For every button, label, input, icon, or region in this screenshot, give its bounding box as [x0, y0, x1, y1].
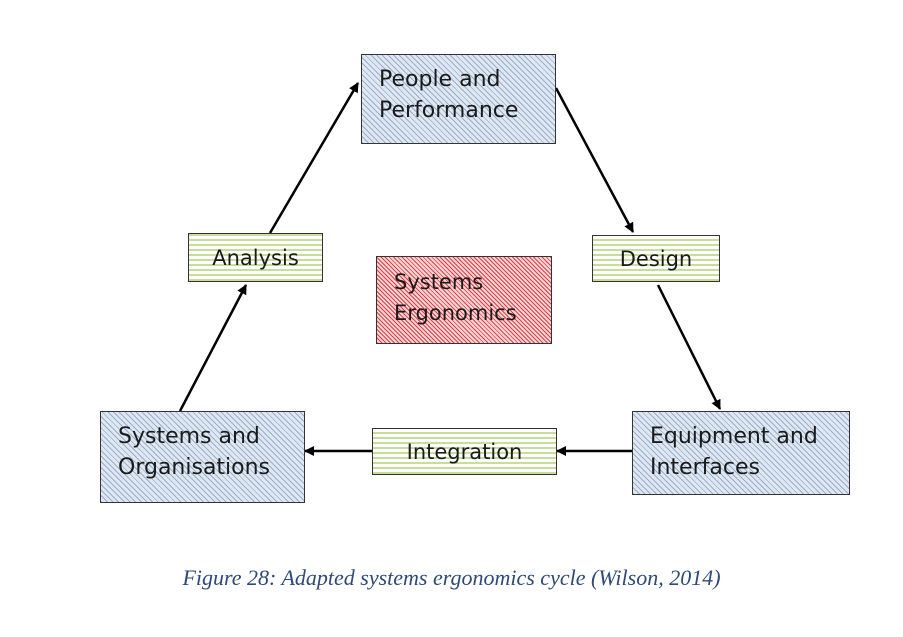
arrow-systems-to-analysis [178, 284, 248, 412]
node-equipment-and-interfaces: Equipment and Interfaces [632, 411, 850, 495]
node-systems-ergonomics-line-1: Systems [394, 270, 484, 294]
node-analysis: Analysis [188, 233, 323, 282]
node-systems-and-organisations-line-1: Systems and [118, 424, 260, 449]
node-integration-label: Integration [406, 439, 523, 464]
node-people-and-performance-line-1: People and [379, 67, 501, 92]
arrow-people-to-design [554, 87, 635, 233]
node-equipment-and-interfaces-line-2: Interfaces [650, 455, 760, 480]
node-systems-ergonomics: Systems Ergonomics [376, 256, 552, 344]
node-systems-and-organisations-line-2: Organisations [118, 455, 271, 480]
node-systems-ergonomics-line-2: Ergonomics [394, 301, 517, 325]
node-design-label: Design [619, 246, 693, 271]
node-design: Design [592, 235, 720, 282]
arrow-design-to-equipment [656, 284, 722, 410]
node-analysis-label: Analysis [212, 245, 299, 270]
node-systems-and-organisations: Systems and Organisations [100, 411, 305, 503]
node-integration: Integration [372, 428, 557, 475]
node-people-and-performance: People and Performance [361, 54, 556, 144]
node-equipment-and-interfaces-line-1: Equipment and [650, 424, 818, 449]
figure-caption: Figure 28: Adapted systems ergonomics cy… [182, 565, 721, 590]
node-people-and-performance-line-2: Performance [379, 98, 519, 123]
arrow-analysis-to-people [268, 82, 360, 234]
